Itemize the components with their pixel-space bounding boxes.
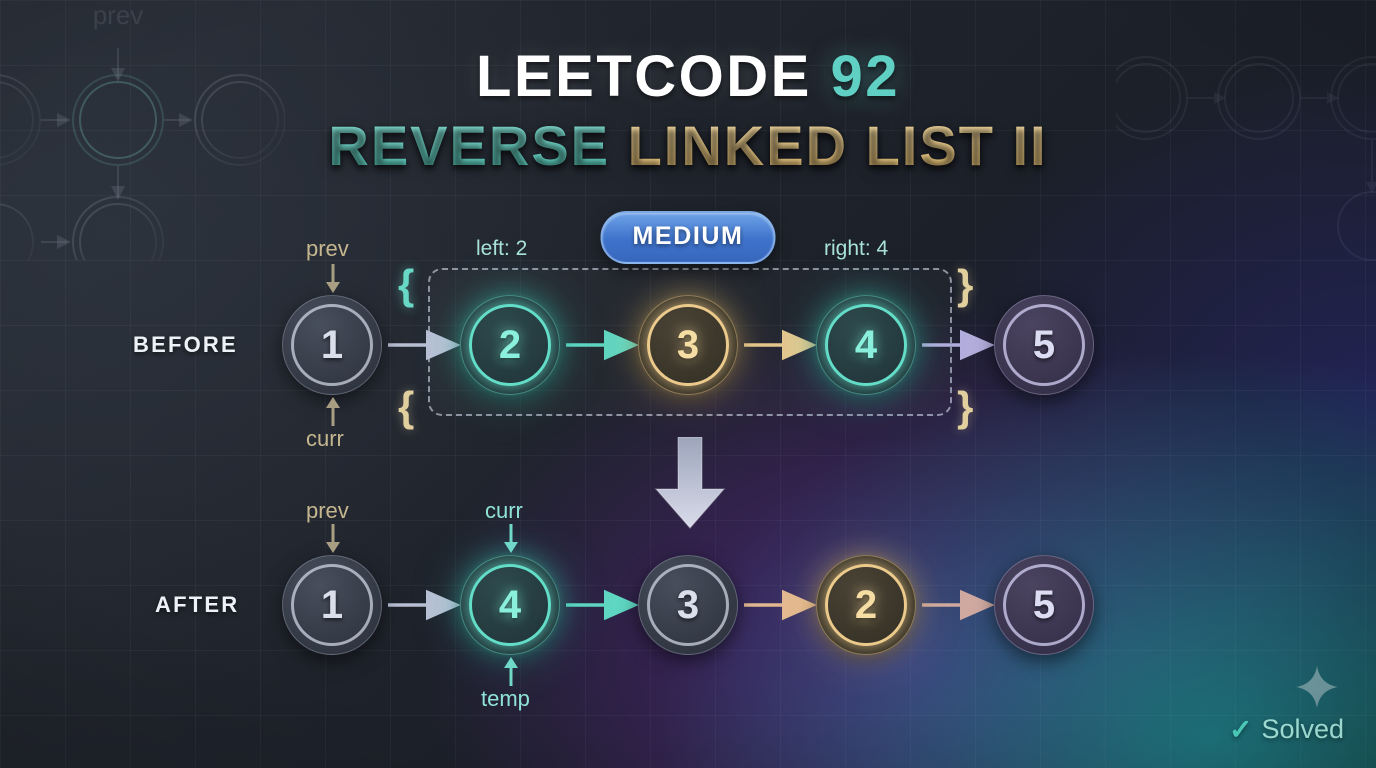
node-ring	[469, 564, 551, 646]
left-bound-label: left: 2	[476, 237, 528, 260]
node-ring	[1003, 304, 1085, 386]
after-node-1: 1	[282, 555, 382, 655]
after-pointer-prev-label: prev	[306, 498, 349, 523]
after-row-label: AFTER	[155, 592, 240, 617]
before-node-5: 5	[994, 295, 1094, 395]
brace-open-top: {	[398, 261, 415, 308]
node-ring	[291, 304, 373, 386]
title-block: LEETCODE 92 REVERSE LINKED LIST II	[0, 48, 1376, 174]
node-ring	[291, 564, 373, 646]
node-value: 2	[498, 322, 522, 367]
title-problem-number: 92	[830, 44, 900, 109]
after-node-4: 4	[460, 555, 560, 655]
node-value: 4	[854, 322, 878, 367]
before-pointer-prev-label: prev	[306, 236, 349, 261]
node-value: 3	[676, 582, 700, 627]
brace-open-bottom: {	[398, 383, 415, 430]
check-icon: ✓	[1228, 714, 1253, 745]
solved-label: Solved	[1261, 714, 1344, 744]
node-ring	[825, 304, 907, 386]
node-value: 5	[1032, 582, 1056, 627]
before-node-4: 4	[816, 295, 916, 395]
node-ring	[647, 564, 729, 646]
after-node-3: 3	[638, 555, 738, 655]
after-pointer-temp-arrow	[504, 657, 518, 686]
subtitle-linked-list: LINKED LIST II	[627, 114, 1048, 177]
transition-down-arrow	[654, 437, 726, 529]
node-ring	[469, 304, 551, 386]
node-value: 4	[498, 582, 522, 627]
sparkle-icon	[1296, 666, 1338, 708]
before-pointer-curr-arrow	[326, 397, 340, 426]
page-subtitle: REVERSE LINKED LIST II	[0, 118, 1376, 174]
difficulty-badge: MEDIUM	[600, 211, 776, 264]
subtitle-reverse: REVERSE	[328, 114, 611, 177]
before-pointer-prev-arrow	[326, 264, 340, 293]
after-node-5: 5	[994, 555, 1094, 655]
after-pointer-prev-arrow	[326, 524, 340, 553]
node-value: 2	[854, 582, 878, 627]
right-bound-label: right: 4	[824, 237, 889, 260]
node-value: 1	[320, 322, 344, 367]
before-pointer-curr-label: curr	[306, 426, 344, 451]
node-value: 3	[676, 322, 700, 367]
brace-close-bottom: }	[957, 383, 974, 430]
ghost-prev-label: prev	[93, 0, 144, 30]
after-pointer-curr-label: curr	[485, 498, 523, 523]
node-ring	[1003, 564, 1085, 646]
status-badge: ✓ Solved	[1229, 713, 1344, 746]
title-main: LEETCODE	[476, 44, 812, 109]
brace-close-top: }	[957, 261, 974, 308]
before-node-2: 2	[460, 295, 560, 395]
before-node-1: 1	[282, 295, 382, 395]
page-title: LEETCODE 92	[0, 48, 1376, 106]
after-node-2: 2	[816, 555, 916, 655]
before-node-3: 3	[638, 295, 738, 395]
node-value: 1	[320, 582, 344, 627]
after-pointer-temp-label: temp	[481, 686, 530, 711]
before-row-label: BEFORE	[133, 332, 238, 357]
node-ring	[825, 564, 907, 646]
node-value: 5	[1032, 322, 1056, 367]
after-pointer-curr-arrow	[504, 524, 518, 553]
node-ring	[647, 304, 729, 386]
